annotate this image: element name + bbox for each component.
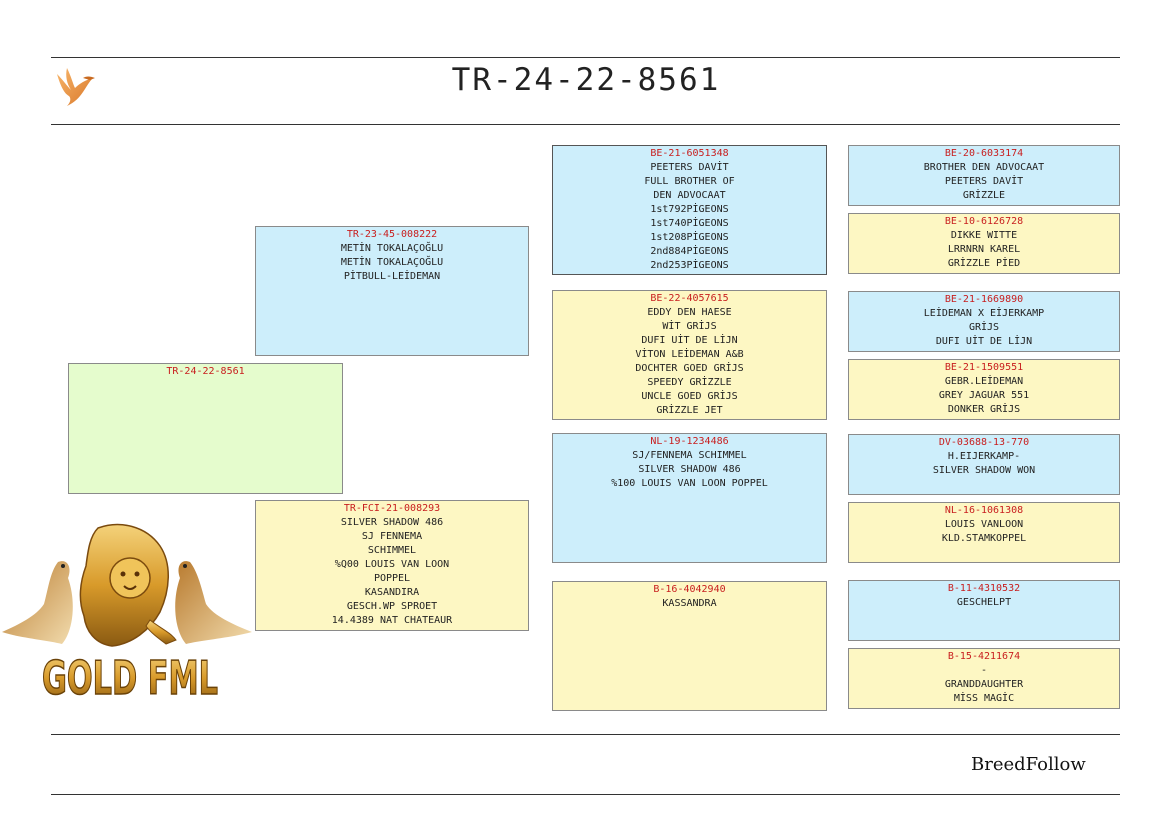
ring-number: TR-23-45-008222 bbox=[346, 229, 438, 240]
pedigree-box-subject[interactable]: TR-24-22-8561 bbox=[68, 363, 343, 494]
pedigree-line: DIKKE WITTE bbox=[950, 230, 1018, 241]
pedigree-line: SILVER SHADOW 486 bbox=[340, 517, 444, 528]
pedigree-line: SCHIMMEL bbox=[367, 545, 417, 556]
pedigree-line: DUFI UİT DE LİJN bbox=[641, 335, 738, 346]
pedigree-box-ds-dam[interactable]: NL-16-1061308 LOUIS VANLOON KLD.STAMKOPP… bbox=[848, 502, 1120, 563]
ring-number: BE-22-4057615 bbox=[650, 293, 729, 304]
pedigree-line: METİN TOKALAÇOĞLU bbox=[340, 257, 444, 268]
pedigree-box-ss-sire[interactable]: BE-20-6033174 BROTHER DEN ADVOCAAT PEETE… bbox=[848, 145, 1120, 206]
gold-fml-logo-text: GOLD FML bbox=[42, 651, 218, 700]
pedigree-line: GESCHELPT bbox=[956, 597, 1012, 608]
ring-number: B-16-4042940 bbox=[653, 584, 726, 595]
pedigree-line: 1st740PİGEONS bbox=[650, 218, 729, 229]
pedigree-line: KLD.STAMKOPPEL bbox=[941, 533, 1027, 544]
ring-number: DV-03688-13-770 bbox=[938, 437, 1030, 448]
pedigree-line: GRİZZLE JET bbox=[656, 405, 723, 416]
ring-number: NL-19-1234486 bbox=[650, 436, 729, 447]
pedigree-line: - bbox=[980, 665, 988, 676]
pedigree-line: SPEEDY GRİZZLE bbox=[647, 377, 732, 388]
footer-top-rule bbox=[51, 734, 1120, 735]
pedigree-line: 1st792PİGEONS bbox=[650, 204, 729, 215]
pedigree-line: %100 LOUIS VAN LOON POPPEL bbox=[611, 478, 768, 489]
pedigree-line: GRANDDAUGHTER bbox=[944, 679, 1024, 690]
pedigree-line: 14.4389 NAT CHATEAUR bbox=[331, 615, 453, 626]
pedigree-box-sd-dam[interactable]: BE-21-1509551 GEBR.LEİDEMAN GREY JAGUAR … bbox=[848, 359, 1120, 420]
pedigree-line: VİTON LEİDEMAN A&B bbox=[635, 349, 744, 360]
pedigree-line: KASSANDRA bbox=[662, 598, 717, 609]
pedigree-line: GREY JAGUAR 551 bbox=[938, 390, 1030, 401]
pedigree-line: PEETERS DAVİT bbox=[944, 176, 1024, 187]
ring-number: TR-24-22-8561 bbox=[166, 366, 245, 377]
header-bottom-rule bbox=[51, 124, 1120, 125]
page-title: TR-24-22-8561 bbox=[451, 62, 721, 98]
pedigree-line: LOUIS VANLOON bbox=[944, 519, 1024, 530]
ring-number: BE-21-1669890 bbox=[944, 294, 1024, 305]
pedigree-line: DUFI UİT DE LİJN bbox=[935, 336, 1033, 347]
pedigree-line: GRİZZLE PİED bbox=[947, 258, 1021, 269]
pedigree-line: SILVER SHADOW 486 bbox=[638, 464, 741, 475]
pedigree-box-sire-dam[interactable]: BE-22-4057615 EDDY DEN HAESE WİT GRİJS D… bbox=[552, 290, 827, 420]
pedigree-line: 1st208PİGEONS bbox=[650, 232, 729, 243]
pedigree-line: MİSS MAGİC bbox=[953, 693, 1015, 704]
pedigree-line: LEİDEMAN X EİJERKAMP bbox=[923, 308, 1045, 319]
pedigree-line: GESCH.WP SPROET bbox=[346, 601, 438, 612]
pedigree-box-dam-dam[interactable]: B-16-4042940 KASSANDRA bbox=[552, 581, 827, 711]
ring-number: B-11-4310532 bbox=[947, 583, 1021, 594]
ring-number: BE-21-6051348 bbox=[650, 148, 729, 159]
pedigree-line: GEBR.LEİDEMAN bbox=[944, 376, 1024, 387]
pedigree-line: BROTHER DEN ADVOCAAT bbox=[923, 162, 1045, 173]
ring-number: BE-21-1509551 bbox=[944, 362, 1024, 373]
pedigree-box-ss-dam[interactable]: BE-10-6126728 DIKKE WITTE LRRNRN KAREL G… bbox=[848, 213, 1120, 274]
pedigree-box-ds-sire[interactable]: DV-03688-13-770 H.EIJERKAMP- SILVER SHAD… bbox=[848, 434, 1120, 495]
pedigree-line: DONKER GRİJS bbox=[947, 404, 1021, 415]
pedigree-line: METİN TOKALAÇOĞLU bbox=[340, 243, 444, 254]
brand-name: BreedFollow bbox=[971, 754, 1086, 775]
pedigree-box-dd-dam[interactable]: B-15-4211674 - GRANDDAUGHTER MİSS MAGİC bbox=[848, 648, 1120, 709]
ring-number: TR-FCI-21-008293 bbox=[343, 503, 441, 514]
ring-number: NL-16-1061308 bbox=[944, 505, 1024, 516]
pedigree-box-dd-sire[interactable]: B-11-4310532 GESCHELPT bbox=[848, 580, 1120, 641]
pedigree-line: PİTBULL-LEİDEMAN bbox=[343, 271, 441, 282]
ring-number: BE-20-6033174 bbox=[944, 148, 1024, 159]
pedigree-box-sire-sire[interactable]: BE-21-6051348 PEETERS DAVİT FULL BROTHER… bbox=[552, 145, 827, 275]
footer-bottom-rule bbox=[51, 794, 1120, 795]
pedigree-line: FULL BROTHER OF bbox=[644, 176, 735, 187]
pedigree-line: H.EIJERKAMP- bbox=[947, 451, 1021, 462]
pedigree-line: KASANDIRA bbox=[364, 587, 420, 598]
pedigree-line: WİT GRİJS bbox=[662, 321, 717, 332]
pedigree-box-dam[interactable]: TR-FCI-21-008293 SILVER SHADOW 486 SJ FE… bbox=[255, 500, 529, 631]
ring-number: BE-10-6126728 bbox=[944, 216, 1024, 227]
pedigree-line: UNCLE GOED GRİJS bbox=[641, 391, 738, 402]
gold-fml-lion-logo-icon: GOLD FML bbox=[2, 523, 252, 700]
pedigree-line: 2nd253PİGEONS bbox=[650, 260, 729, 271]
pedigree-line: GRİZZLE bbox=[962, 190, 1006, 201]
ring-number: B-15-4211674 bbox=[947, 651, 1021, 662]
pedigree-line: %Q00 LOUIS VAN LOON bbox=[334, 559, 450, 570]
dove-logo-icon bbox=[57, 68, 95, 106]
pedigree-line: PEETERS DAVİT bbox=[650, 162, 729, 173]
pedigree-line: POPPEL bbox=[373, 573, 411, 584]
header-top-rule bbox=[51, 57, 1120, 58]
pedigree-line: SILVER SHADOW WON bbox=[932, 465, 1036, 476]
pedigree-box-sd-sire[interactable]: BE-21-1669890 LEİDEMAN X EİJERKAMP GRİJS… bbox=[848, 291, 1120, 352]
pedigree-box-dam-sire[interactable]: NL-19-1234486 SJ/FENNEMA SCHIMMEL SILVER… bbox=[552, 433, 827, 563]
pedigree-line: DOCHTER GOED GRİJS bbox=[635, 363, 744, 374]
pedigree-line: LRRNRN KAREL bbox=[947, 244, 1021, 255]
pedigree-line: DEN ADVOCAAT bbox=[653, 190, 726, 201]
pedigree-line: SJ/FENNEMA SCHIMMEL bbox=[632, 450, 747, 461]
pedigree-line: 2nd884PİGEONS bbox=[650, 246, 729, 257]
pedigree-box-sire[interactable]: TR-23-45-008222 METİN TOKALAÇOĞLU METİN … bbox=[255, 226, 529, 356]
pedigree-line: SJ FENNEMA bbox=[361, 531, 423, 542]
pedigree-line: EDDY DEN HAESE bbox=[647, 307, 732, 318]
pedigree-line: GRİJS bbox=[968, 322, 1000, 333]
